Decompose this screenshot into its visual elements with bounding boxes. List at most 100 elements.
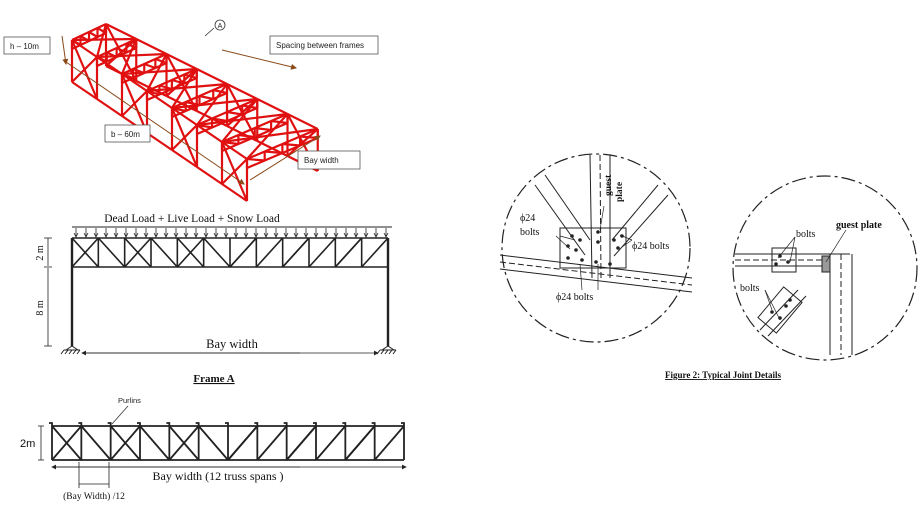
bay-dimension-line (249, 135, 321, 181)
load-arrow-head (73, 232, 79, 238)
base-beam (146, 132, 173, 151)
detail-circle-left (501, 153, 691, 343)
height-label: h – 10m (10, 42, 39, 51)
base-beam (171, 149, 198, 168)
bolt (578, 238, 582, 242)
load-arrow-head (283, 232, 289, 238)
roof-bracing (121, 67, 197, 76)
roof-bracing (221, 127, 318, 144)
load-arrow-head (303, 232, 309, 238)
purlin (195, 422, 200, 426)
truss-diagonal (203, 237, 231, 268)
truss-diagonal (176, 237, 205, 268)
bolt (566, 256, 570, 260)
frame-diagonal (213, 88, 228, 95)
load-arrows (73, 228, 389, 238)
load-arrow-head (363, 232, 369, 238)
joint-detail-left: ϕ24 bolts guest plate ϕ24 bolts ϕ24 bolt… (499, 153, 693, 343)
callout-label: A (218, 23, 223, 30)
load-arrow-head (113, 232, 119, 238)
eave-beam (171, 107, 198, 126)
purlin (166, 422, 171, 426)
roof-bracing (71, 37, 137, 42)
bolt (596, 230, 600, 234)
eave-beam (105, 23, 137, 40)
purlin (342, 422, 347, 426)
purlin (313, 422, 317, 426)
bolt (788, 298, 792, 302)
eave-beam (221, 141, 248, 160)
frame-a-vertical-dims (44, 237, 52, 347)
length-dimension-line (65, 61, 245, 185)
eave-beam (166, 53, 198, 70)
frame-diagonal (264, 150, 283, 155)
wall-bracing (71, 56, 98, 83)
top-plate (771, 247, 797, 273)
right-support (376, 349, 397, 355)
frame-diagonal (88, 31, 99, 38)
isometric-dimension-lines (61, 35, 321, 185)
wall-bracing (105, 38, 137, 67)
wall-bracing (286, 128, 319, 157)
left-support (60, 349, 81, 355)
truss-diagonal (308, 237, 336, 268)
isometric-frame-view: A h – 10m Spacing between frames b – 60m… (3, 19, 379, 202)
load-arrow-head (103, 232, 109, 238)
purlin (283, 422, 288, 426)
frame-diagonal (143, 62, 156, 70)
eave-beam (196, 124, 223, 143)
eave-beam (121, 73, 148, 92)
bolt (570, 234, 574, 238)
spacing-label-box (269, 35, 379, 55)
load-arrow-head (163, 232, 169, 238)
bolts-left-line2: bolts (520, 227, 540, 238)
eave-beam (146, 90, 173, 109)
bolt (774, 262, 778, 266)
frame-diagonal (299, 135, 318, 140)
roof-bracing (171, 68, 198, 109)
eave-beam (256, 98, 288, 115)
purlin (225, 422, 229, 426)
load-arrow-head (273, 232, 279, 238)
frame-diagonal (171, 78, 185, 85)
bay-label: Bay width (304, 156, 339, 165)
span-label: Bay width (12 truss spans ) (153, 469, 284, 483)
purlin (401, 422, 405, 426)
gusset-outline (559, 227, 627, 269)
truss-elevation: Purlins 2m Bay width (12 truss spans ) (… (20, 396, 407, 502)
column-height-label: 8 m (35, 300, 46, 316)
truss-diagonal (315, 425, 347, 461)
bolts-right-label: ϕ24 bolts (632, 241, 669, 252)
truss-diagonal (124, 237, 152, 268)
frame-diagonal (125, 42, 137, 49)
frame-a-elevation: Dead Load + Live Load + Snow Load Bay wi… (35, 213, 397, 385)
eave-beam (226, 83, 258, 100)
roof-bracing (95, 23, 108, 58)
purlin (137, 422, 141, 426)
bolts-left-line1: ϕ24 (520, 213, 535, 224)
load-arrow-head (183, 232, 189, 238)
eave-beam (71, 39, 98, 58)
bolt (580, 258, 584, 262)
frame-diagonal (254, 126, 272, 132)
bay-label-box (297, 150, 361, 170)
callout-leader (204, 27, 215, 37)
load-arrow-head (323, 232, 329, 238)
panel-label: (Bay Width) /12 (63, 491, 125, 502)
load-arrow-head (313, 232, 319, 238)
truss-depth-label: 2m (20, 438, 35, 450)
wall-bracing (221, 158, 248, 185)
load-label: Dead Load + Live Load + Snow Load (104, 213, 280, 225)
truss-diagonal (282, 237, 310, 268)
bolt (612, 238, 616, 242)
frame-a-truss (71, 237, 389, 268)
frame-diagonal (226, 110, 243, 116)
frame-diagonal (184, 73, 198, 80)
load-arrow-head (223, 232, 229, 238)
load-arrow-head (353, 232, 359, 238)
truss-diagonal (150, 237, 178, 268)
spacing-dimension-line (221, 49, 297, 70)
roof-bracing (171, 97, 258, 110)
truss-diagonal (229, 237, 257, 268)
eave-beam (287, 113, 319, 130)
